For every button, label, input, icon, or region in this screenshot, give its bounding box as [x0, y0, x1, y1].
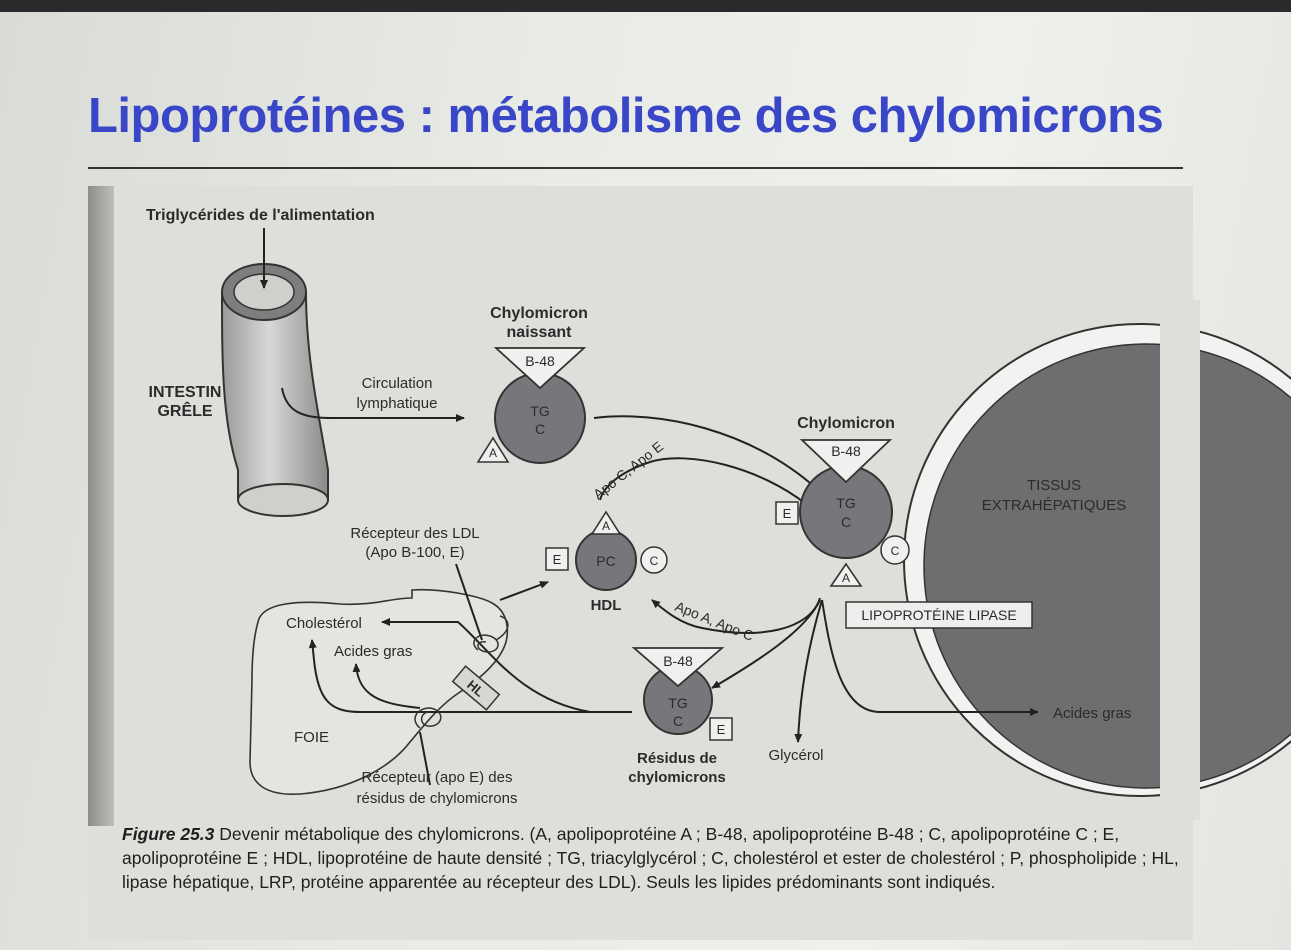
apo-c-label: C: [891, 544, 900, 558]
liver-label: FOIE: [294, 729, 329, 746]
tg-label: TG: [530, 403, 549, 419]
nascent-label-2: naissant: [507, 324, 573, 341]
figure-number: Figure 25.3: [122, 824, 215, 844]
lymph-label-1: Circulation: [362, 375, 433, 392]
cholesterol-label: Cholestérol: [286, 615, 362, 632]
apoe-receptor-icon: [414, 707, 442, 729]
hdl-particle: PC A E C: [545, 510, 668, 591]
dietary-tg-label: Triglycérides de l'alimentation: [146, 207, 375, 224]
apo-ce-label: Apo C, Apo E: [590, 438, 666, 502]
c-label: C: [841, 514, 851, 530]
tissues-label-2: EXTRAHÉPATIQUES: [982, 497, 1126, 514]
apo-a-label: A: [842, 571, 850, 585]
apo-ac-label: Apo A, Apo C: [673, 598, 756, 644]
hdl-label: HDL: [591, 597, 622, 614]
apo-a-label: A: [489, 446, 497, 460]
intestine-label-1: INTESTIN: [149, 384, 222, 401]
ldl-receptor-label-1: Récepteur des LDL: [350, 525, 479, 542]
intestine-label-2: GRÊLE: [157, 401, 212, 420]
ldl-receptor-label-2: (Apo B-100, E): [365, 544, 464, 561]
tg-label: TG: [668, 695, 687, 711]
c-label: C: [535, 421, 545, 437]
tg-label: TG: [836, 495, 855, 511]
fatty-acids-right-label: Acides gras: [1053, 705, 1131, 722]
apo-c-label: C: [650, 554, 659, 568]
remnants-label-2: chylomicrons: [628, 769, 726, 786]
chylomicron-particle: B-48 TG C E C A: [775, 439, 910, 587]
extrahepatic-tissue: [903, 300, 1291, 820]
apoe-receptor-label-2: résidus de chylomicrons: [357, 790, 518, 807]
lipoprotein-lipase-box: LIPOPROTÉINE LIPASE: [845, 601, 1033, 629]
ldl-receptor-icon: [473, 615, 509, 653]
page-title: Lipoprotéines : métabolisme des chylomic…: [88, 89, 1164, 143]
pc-label: PC: [596, 553, 615, 569]
nascent-chylomicron: B-48 TG C A: [476, 347, 587, 464]
b48-label: B-48: [525, 353, 555, 369]
hepatic-lipase-box: HL: [451, 665, 501, 711]
lymph-label-2: lymphatique: [357, 395, 438, 412]
intestine-tube: [220, 263, 329, 517]
remnants-label-1: Résidus de: [637, 750, 717, 767]
apoe-receptor-label-1: Récepteur (apo E) des: [362, 769, 513, 786]
chylomicron-label: Chylomicron: [797, 415, 895, 432]
b48-label: B-48: [663, 653, 693, 669]
figure-caption: Figure 25.3 Devenir métabolique des chyl…: [122, 822, 1182, 894]
nascent-label-1: Chylomicron: [490, 305, 588, 322]
c-label: C: [673, 713, 683, 729]
pathways: [260, 228, 1039, 786]
apo-e-label: E: [717, 722, 726, 737]
chylomicron-remnant: B-48 TG C E: [631, 647, 733, 741]
lpl-label: LIPOPROTÉINE LIPASE: [861, 607, 1016, 623]
tissues-label-1: TISSUS: [1027, 477, 1081, 494]
apo-e-label: E: [553, 552, 562, 567]
b48-label: B-48: [831, 443, 861, 459]
figure-shadow: [88, 186, 114, 826]
apo-e-label: E: [783, 506, 792, 521]
caption-text: Devenir métabolique des chylomicrons. (A…: [122, 824, 1179, 892]
title-divider: [88, 167, 1183, 169]
apo-a-label: A: [602, 519, 610, 533]
glycerol-label: Glycérol: [768, 747, 823, 764]
fatty-acids-label: Acides gras: [334, 643, 412, 660]
